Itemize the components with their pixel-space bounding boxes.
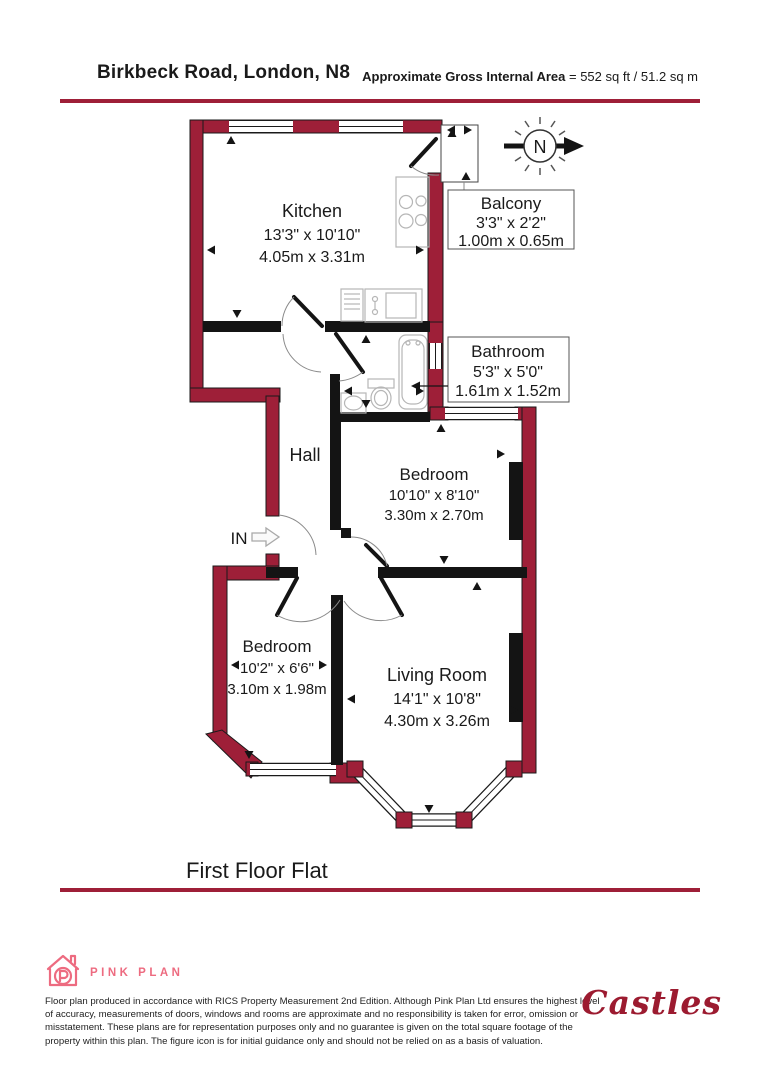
north-label: N: [534, 137, 547, 157]
living-room-name: Living Room: [387, 665, 487, 685]
hall-name: Hall: [289, 445, 320, 465]
balcony-name: Balcony: [481, 194, 542, 213]
area-label: Approximate Gross Internal Area: [362, 69, 566, 84]
area-value: = 552 sq ft / 51.2 sq m: [569, 69, 698, 84]
windows: [229, 119, 523, 829]
gross-internal-area: Approximate Gross Internal Area = 552 sq…: [362, 69, 698, 84]
dimension-arrows: [207, 125, 518, 813]
entrance-label: IN: [231, 529, 248, 548]
bathroom-name: Bathroom: [471, 342, 545, 361]
property-address: Birkbeck Road, London, N8: [97, 62, 351, 83]
balcony-outline: [440, 124, 479, 190]
bedroom1-imperial: 10'10" x 8'10": [389, 487, 480, 504]
balcony-label-box: Balcony 3'3" x 2'2" 1.00m x 0.65m: [447, 189, 575, 250]
living-room-metric: 4.30m x 3.26m: [384, 713, 490, 730]
disclaimer-text: Floor plan produced in accordance with R…: [45, 996, 600, 1047]
room-labels: Kitchen 13'3" x 10'10" 4.05m x 3.31m Hal…: [227, 201, 490, 730]
north-arrow-icon: N: [504, 117, 584, 175]
castles-logo: Castles: [581, 983, 722, 1022]
bathroom-fixtures: [340, 334, 428, 414]
bedroom2-imperial: 10'2" x 6'6": [240, 660, 314, 677]
living-room-imperial: 14'1" x 10'8": [393, 691, 481, 708]
bedroom2-name: Bedroom: [243, 637, 312, 656]
balcony-metric: 1.00m x 0.65m: [458, 233, 564, 250]
floor-title: First Floor Flat: [186, 858, 328, 883]
kitchen-imperial: 13'3" x 10'10": [264, 227, 361, 244]
kitchen-metric: 4.05m x 3.31m: [259, 249, 365, 266]
pink-plan-logo: PINK PLAN: [90, 967, 184, 979]
bathroom-metric: 1.61m x 1.52m: [455, 383, 561, 400]
bedroom1-metric: 3.30m x 2.70m: [384, 507, 483, 524]
entrance-arrow-icon: [251, 526, 281, 548]
bathroom-imperial: 5'3" x 5'0": [473, 364, 543, 381]
bathroom-label-box: Bathroom 5'3" x 5'0" 1.61m x 1.52m: [411, 336, 570, 403]
balcony-imperial: 3'3" x 2'2": [476, 215, 546, 232]
doors: [275, 137, 440, 623]
header-divider: [60, 99, 700, 103]
footer-divider: [60, 888, 700, 892]
bedroom2-metric: 3.10m x 1.98m: [227, 681, 326, 698]
entrance-marker: IN: [231, 526, 281, 548]
interior-walls: [203, 321, 527, 765]
kitchen-name: Kitchen: [282, 201, 342, 221]
pink-plan-house-icon: [46, 954, 80, 987]
kitchen-fixtures: [340, 176, 430, 323]
bedroom1-name: Bedroom: [400, 465, 469, 484]
